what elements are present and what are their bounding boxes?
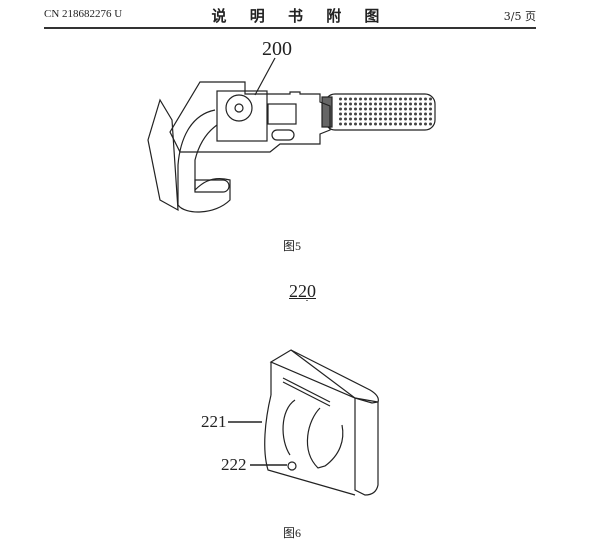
page-title: 说 明 书 附 图 xyxy=(211,7,389,25)
figure6-caption: 图6 xyxy=(283,526,302,540)
page-number: 3/5 页 xyxy=(503,10,536,23)
header-rule xyxy=(44,27,536,29)
ref-label-222: 222 xyxy=(221,455,247,474)
figure5-handle-drawing xyxy=(147,57,436,213)
patent-number: CN 218682276 U xyxy=(44,8,123,20)
figure5-caption: 图5 xyxy=(283,239,302,253)
ref-label-200: 200 xyxy=(262,38,292,60)
ref-label-221: 221 xyxy=(201,412,227,431)
figure6-title-label: 220 xyxy=(289,281,316,301)
figure6-clamp-drawing xyxy=(228,300,379,496)
